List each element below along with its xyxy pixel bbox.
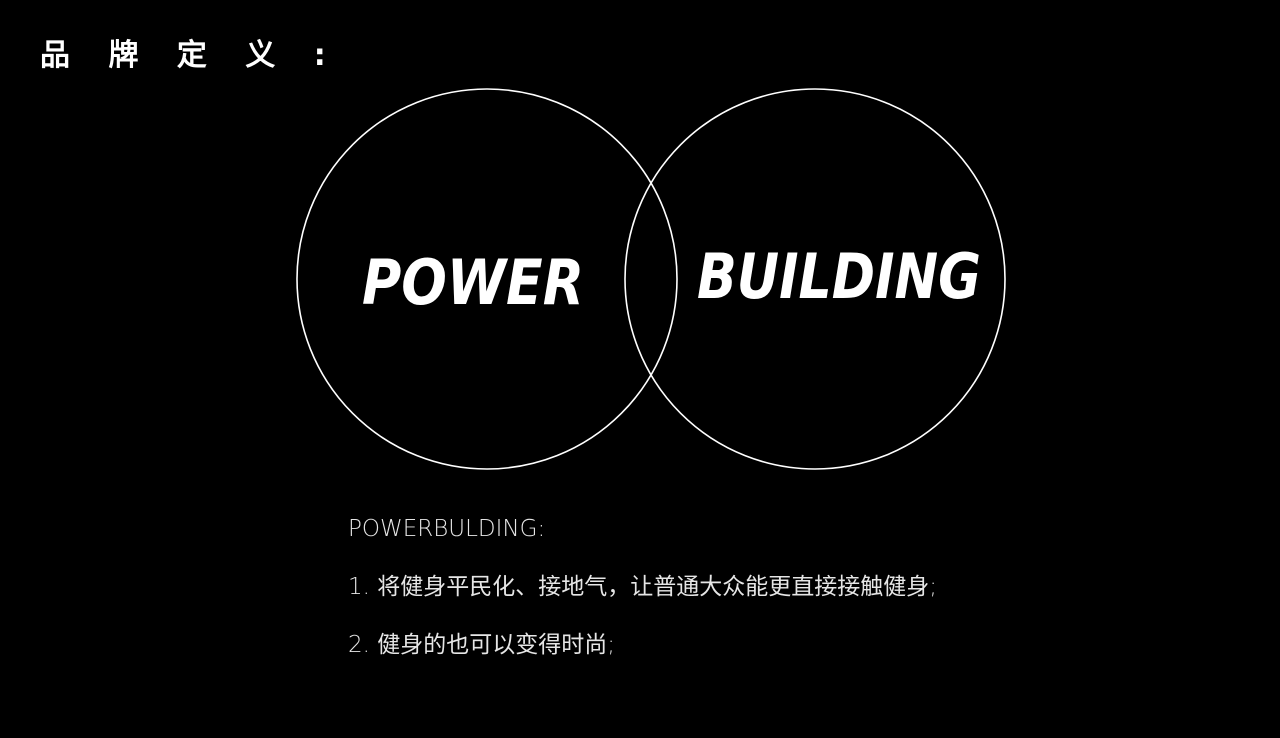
definition-point-1: 1. 将健身平民化、接地气，让普通大众能更直接接触健身; xyxy=(348,574,938,600)
brand-definition: POWERBULDING: 1. 将健身平民化、接地气，让普通大众能更直接接触健… xyxy=(348,512,1148,686)
right-circle xyxy=(624,88,1006,470)
page-title: 品 牌 定 义 : xyxy=(40,38,340,73)
left-circle-word: POWER xyxy=(362,246,584,319)
definition-point-2: 2. 健身的也可以变得时尚; xyxy=(348,632,616,658)
left-circle xyxy=(296,88,678,470)
definition-heading: POWERBULDING: xyxy=(348,516,546,542)
right-circle-word: BUILDING xyxy=(697,240,981,313)
